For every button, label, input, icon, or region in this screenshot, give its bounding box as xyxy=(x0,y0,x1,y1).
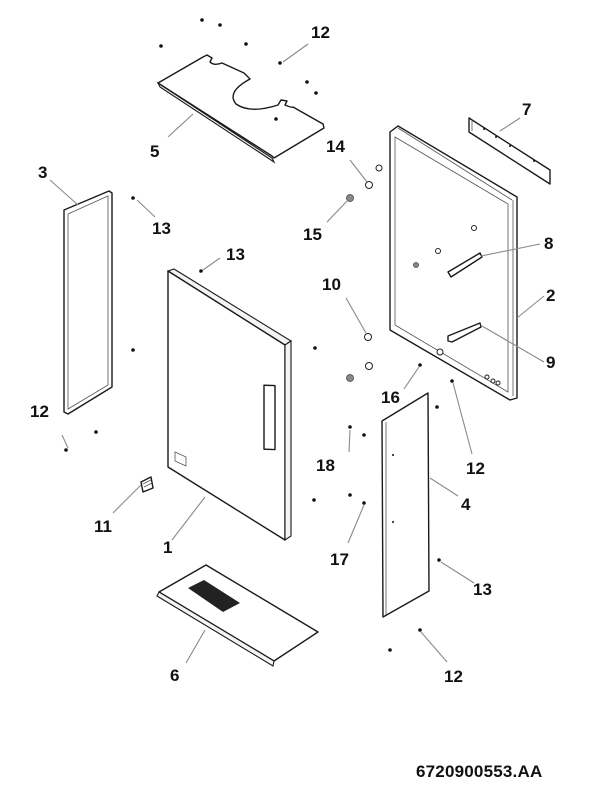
screw-icon xyxy=(274,117,278,121)
screw-icon xyxy=(199,269,203,273)
callout-10: 10 xyxy=(322,275,341,294)
callout-4: 4 xyxy=(461,495,471,514)
callout-13: 13 xyxy=(152,219,171,238)
screw-icon xyxy=(131,196,135,200)
callout-14: 14 xyxy=(326,137,345,156)
screw-icon xyxy=(131,348,135,352)
callout-12: 12 xyxy=(30,402,49,421)
callout-16: 16 xyxy=(381,388,400,407)
part-2-rear-frame xyxy=(389,125,518,401)
screw-17-icon xyxy=(362,501,366,505)
callout-17: 17 xyxy=(330,550,349,569)
part-5-top-cover xyxy=(156,54,325,164)
part-8-upper-bracket xyxy=(447,252,483,278)
part-1-front-door xyxy=(166,268,293,542)
door-handle-recess xyxy=(263,384,276,451)
part-11-vent-clip xyxy=(140,476,154,493)
hole-icon xyxy=(495,136,497,138)
callout-7: 7 xyxy=(522,100,531,119)
callout-labels: 12 5 14 7 3 13 15 13 8 10 2 9 16 12 18 1… xyxy=(30,23,555,686)
callout-6: 6 xyxy=(170,666,179,685)
callout-3: 3 xyxy=(38,163,47,182)
washer-10-icon xyxy=(364,333,372,341)
callout-9: 9 xyxy=(546,353,555,372)
screw-icon xyxy=(348,425,352,429)
screw-icon xyxy=(314,91,318,95)
document-number: 6720900553.AA xyxy=(416,762,543,781)
screw-icon xyxy=(94,430,98,434)
screw-icon xyxy=(159,44,163,48)
screw-icon xyxy=(244,42,248,46)
screw-icon xyxy=(218,23,222,27)
vent-grille xyxy=(188,580,240,612)
callout-8: 8 xyxy=(544,234,553,253)
nut-15-icon xyxy=(346,194,354,202)
screw-icon xyxy=(200,18,204,22)
screw-icon xyxy=(305,80,309,84)
callout-5: 5 xyxy=(150,142,159,161)
callout-13: 13 xyxy=(473,580,492,599)
callout-11: 11 xyxy=(94,517,112,536)
callout-12: 12 xyxy=(466,459,485,478)
hole-icon xyxy=(533,160,535,162)
hole-icon xyxy=(509,145,511,147)
screw-icon xyxy=(313,346,317,350)
loose-fasteners xyxy=(64,164,454,652)
part-7-mounting-rail xyxy=(468,117,551,185)
callout-18: 18 xyxy=(316,456,335,475)
callout-2: 2 xyxy=(546,286,555,305)
screws-top xyxy=(159,18,318,121)
callout-12: 12 xyxy=(311,23,330,42)
callout-12: 12 xyxy=(444,667,463,686)
screw-icon xyxy=(64,448,68,452)
hole-icon xyxy=(483,128,485,130)
leader-lines xyxy=(49,43,545,664)
part-4-right-panel xyxy=(381,392,430,618)
part-9-lower-bracket xyxy=(447,322,482,343)
part-3-left-frame xyxy=(63,190,113,415)
callout-15: 15 xyxy=(303,225,322,244)
part-6-bottom-plate xyxy=(156,564,319,667)
screw-icon xyxy=(278,61,282,65)
callout-1: 1 xyxy=(163,538,172,557)
washer-14-icon xyxy=(365,181,373,189)
callout-13: 13 xyxy=(226,245,245,264)
